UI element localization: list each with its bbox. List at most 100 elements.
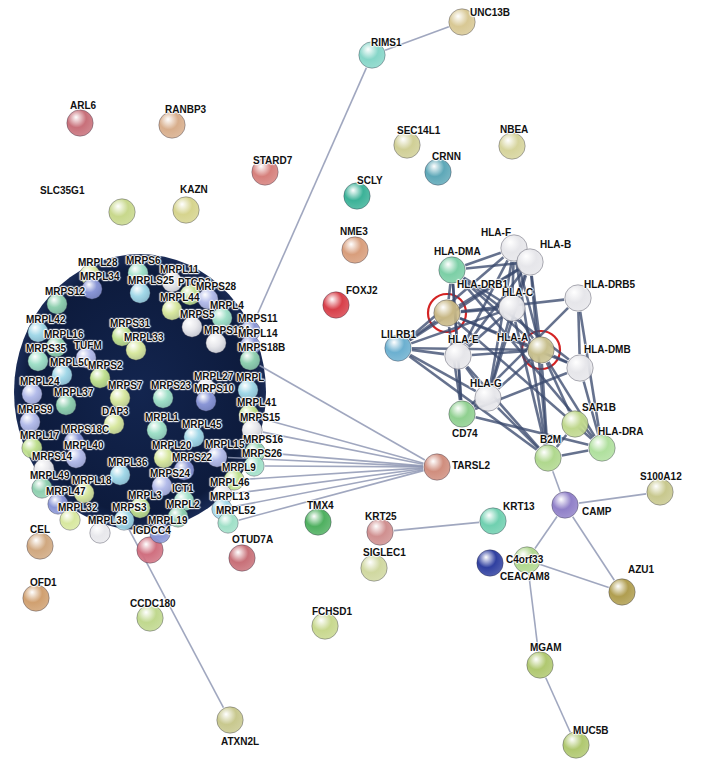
protein-node: HLA-A	[527, 336, 555, 364]
protein-node: RIMS1	[358, 41, 386, 69]
protein-node: MRPL37	[55, 394, 77, 416]
protein-node: MRPS18B	[239, 349, 261, 371]
node-label: KRT25	[365, 511, 397, 523]
node-label: SLC35G1	[40, 185, 84, 197]
interaction-edge	[498, 359, 530, 388]
node-label: MRPL44	[160, 292, 199, 304]
node-label: MRPL42	[26, 314, 65, 326]
interaction-edge	[529, 574, 539, 651]
node-label: MRPLS25	[128, 275, 174, 287]
node-label: CRNN	[432, 151, 461, 163]
node-label: MRPS5	[180, 309, 214, 321]
node-label: MRPS6	[126, 255, 160, 267]
protein-node: MRPS12	[46, 293, 68, 315]
node-label: HLA-E	[448, 334, 479, 346]
node-label: MRPL3	[128, 490, 162, 502]
node-label: FCHSD1	[312, 606, 352, 618]
node-label: MRPL47	[46, 486, 85, 498]
node-sphere	[444, 342, 472, 370]
protein-node: KRT25	[366, 518, 394, 546]
node-sphere	[22, 584, 50, 612]
protein-node: KAZN	[172, 196, 200, 224]
node-sphere	[534, 444, 562, 472]
protein-node: FCHSD1	[311, 612, 339, 640]
node-sphere	[588, 434, 616, 462]
node-label: ARL6	[70, 100, 96, 112]
node-label: NBEA	[500, 124, 528, 136]
protein-node: HLA-DRB5	[564, 284, 592, 312]
interaction-edge	[578, 312, 579, 354]
node-label: TARSL2	[452, 460, 490, 472]
node-label: MRPL	[236, 372, 264, 384]
interaction-edge	[412, 350, 444, 354]
interaction-edge	[394, 522, 479, 530]
protein-node: MRPS5	[181, 316, 203, 338]
node-label: HLA-DRA	[598, 426, 644, 438]
protein-node: HLA-DRA	[588, 434, 616, 462]
node-sphere	[566, 354, 594, 382]
node-label: S100A12	[640, 471, 682, 483]
node-sphere	[551, 491, 579, 519]
node-sphere	[216, 706, 244, 734]
protein-node: MRPL20	[153, 447, 175, 469]
node-sphere	[322, 291, 350, 319]
node-label: MRPS28	[196, 281, 236, 293]
node-label: HLA-DRB1	[457, 279, 508, 291]
node-sphere	[172, 196, 200, 224]
protein-node: B2M	[534, 444, 562, 472]
node-label: RANBP3	[165, 104, 206, 116]
node-label: MRPS14	[32, 451, 72, 463]
protein-node: MRPS9	[19, 411, 41, 433]
interaction-edge	[260, 418, 424, 463]
interaction-edge	[260, 365, 425, 460]
node-sphere	[476, 549, 504, 577]
protein-node: MRPL1	[146, 419, 168, 441]
protein-node: MRPL24	[21, 383, 43, 405]
node-sphere	[424, 158, 452, 186]
node-sphere	[516, 248, 544, 276]
node-sphere	[341, 236, 369, 264]
node-label: MRPL15	[205, 439, 244, 451]
protein-node: CRNN	[424, 158, 452, 186]
node-label: FOXJ2	[346, 285, 378, 297]
node-label: SAR1B	[582, 402, 616, 414]
node-label: HLA-DMA	[434, 246, 481, 258]
node-label: MRPS16	[243, 434, 283, 446]
node-label: MRPL2	[166, 499, 200, 511]
node-label: MRPL36	[108, 457, 147, 469]
protein-node: MGAM	[526, 651, 554, 679]
node-label: MRPS15	[240, 412, 280, 424]
node-label: AZU1	[628, 564, 654, 576]
node-sphere	[561, 410, 589, 438]
node-label: KRT13	[503, 501, 535, 513]
interaction-edge	[467, 366, 538, 447]
node-label: RIMS1	[371, 37, 402, 49]
node-label: HLA-DMB	[584, 344, 631, 356]
node-label: SCLY	[357, 175, 383, 187]
node-label: MRPL49	[30, 470, 69, 482]
node-label: C4orf33	[506, 554, 543, 566]
protein-node: OFD1	[22, 584, 50, 612]
node-label: KAZN	[180, 184, 208, 196]
node-label: HLA-B	[540, 239, 571, 251]
protein-node: MRPS2	[89, 367, 111, 389]
node-label: MRPL28	[78, 257, 117, 269]
node-label: SIGLEC1	[363, 547, 406, 559]
node-sphere	[26, 532, 54, 560]
node-sphere	[66, 109, 94, 137]
protein-node: SEC14L1	[393, 131, 421, 159]
interaction-edge	[474, 405, 476, 406]
interaction-edge	[573, 517, 615, 581]
node-label: HLA-F	[481, 227, 511, 239]
node-label: MRPS9	[18, 404, 52, 416]
protein-node: SAR1B	[561, 410, 589, 438]
node-label: CAMP	[582, 506, 611, 518]
node-sphere	[366, 518, 394, 546]
interaction-edge	[542, 364, 547, 444]
node-label: MRPS35	[26, 343, 66, 355]
node-label: MRPL41	[237, 397, 276, 409]
interaction-edge	[547, 363, 569, 412]
